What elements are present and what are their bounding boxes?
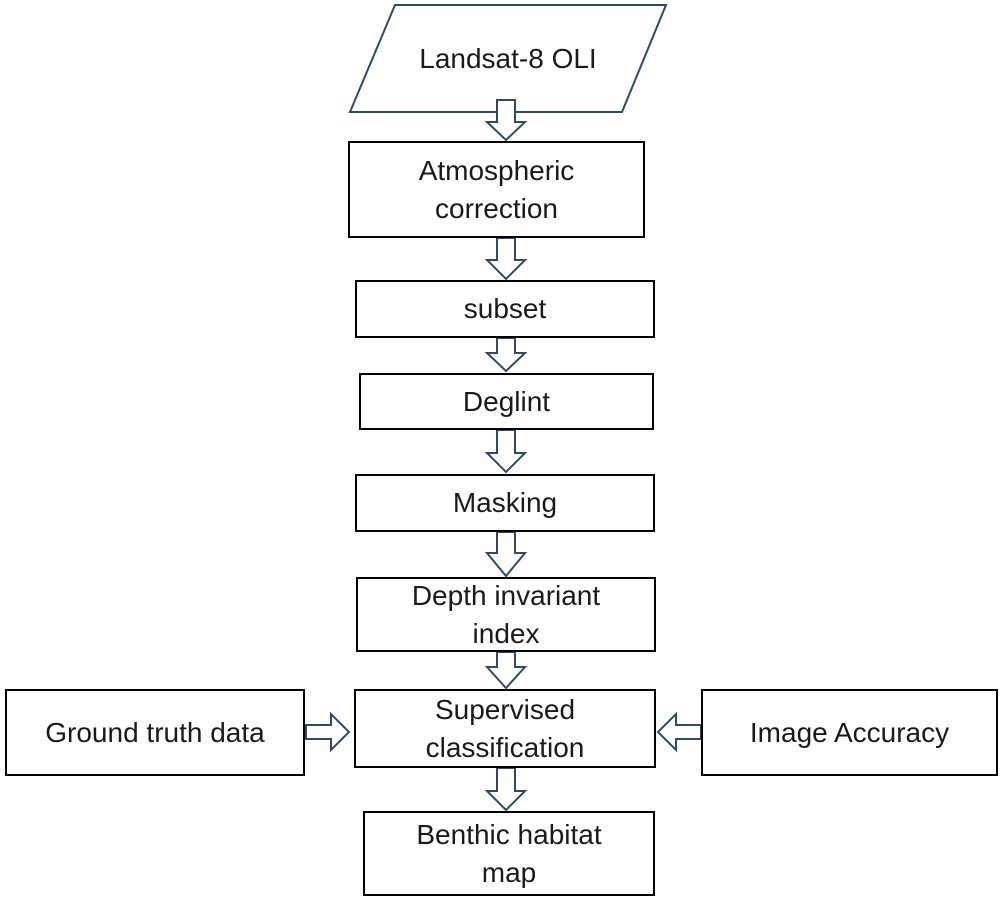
arrow-ground-truth-to-supervised [305, 711, 351, 753]
step-benthic-habitat-map-line-1: Benthic habitat [416, 818, 602, 850]
side-input-image-accuracy-label: Image Accuracy [749, 716, 950, 748]
arrow-depth-to-supervised [484, 651, 528, 690]
arrow-deglint-to-masking [484, 429, 528, 474]
side-input-ground-truth-label: Ground truth data [45, 716, 265, 748]
landsat-input-parallelogram [348, 4, 668, 113]
step-depth-invariant-index-line-1: Depth invariant [411, 579, 601, 611]
side-input-ground-truth: Ground truth data [5, 689, 305, 776]
step-atmospheric-correction-line-2: correction [435, 192, 558, 224]
step-supervised-classification-line-2: classification [425, 731, 585, 763]
step-masking-line-1: Masking [452, 487, 558, 518]
step-subset-line-1: subset [463, 293, 547, 324]
side-input-image-accuracy: Image Accuracy [701, 689, 998, 776]
arrow-input-to-atmospheric [484, 99, 528, 142]
step-subset: subset [355, 280, 655, 338]
step-supervised-classification-line-1: Supervised [434, 693, 576, 725]
step-deglint-line-1: Deglint [462, 385, 551, 417]
landsat-input-label: Landsat-8 OLI [350, 5, 666, 112]
step-supervised-classification: Supervised classification [354, 689, 656, 768]
step-depth-invariant-index: Depth invariant index [356, 577, 656, 652]
step-benthic-habitat-map-line-2: map [481, 856, 537, 888]
step-benthic-habitat-map: Benthic habitat map [363, 811, 655, 896]
arrow-image-accuracy-to-supervised [656, 711, 702, 753]
step-atmospheric-correction-line-1: Atmospheric [418, 154, 575, 186]
step-masking: Masking [355, 474, 655, 532]
arrow-subset-to-deglint [484, 337, 528, 373]
arrow-atmospheric-to-subset [484, 237, 528, 281]
step-depth-invariant-index-line-2: index [472, 617, 540, 649]
arrow-masking-to-depth [484, 531, 528, 578]
step-atmospheric-correction: Atmospheric correction [348, 141, 645, 238]
step-deglint: Deglint [359, 373, 654, 430]
landsat-input-text: Landsat-8 OLI [419, 42, 597, 74]
arrow-supervised-to-benthic [484, 767, 528, 812]
